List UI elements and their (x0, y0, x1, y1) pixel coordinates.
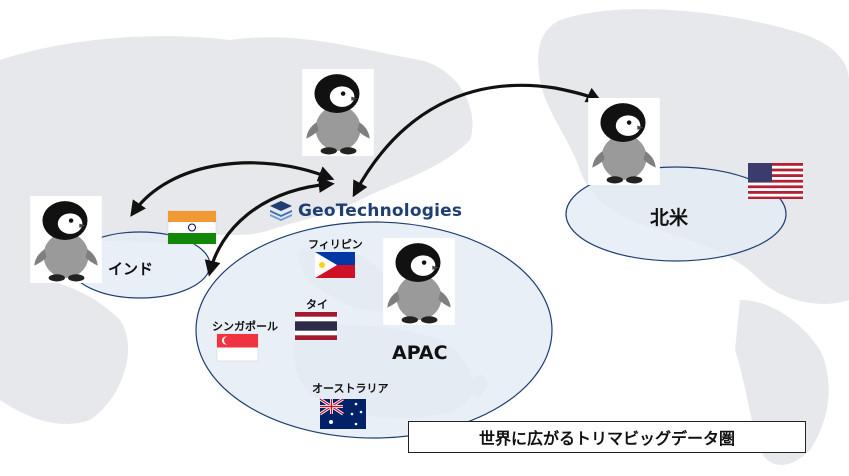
thailand-flag-icon (295, 312, 337, 340)
north-america-region-ellipse (565, 166, 787, 262)
country-label-singapore: シンガポール (212, 320, 278, 333)
arrow-japan-northamerica (352, 83, 603, 198)
country-label-thailand: タイ (306, 298, 328, 311)
country-label-australia: オーストラリア (312, 382, 389, 395)
arrow-apac-japan (204, 176, 335, 277)
australia-flag-icon (319, 397, 366, 429)
usa-flag-icon (748, 163, 803, 199)
caption-box: 世界に広がるトリマビッグデータ圏 (408, 421, 806, 453)
region-label-north-america: 北米 (650, 207, 689, 229)
geotechnologies-logo-icon (270, 201, 292, 221)
country-label-philippines: フィリピン (308, 238, 363, 251)
india-flag-icon (167, 210, 217, 245)
caption-text: 世界に広がるトリマビッグデータ圏 (478, 429, 735, 448)
company-name: GeoTechnologies (298, 201, 463, 221)
penguin-mascot-icon (302, 69, 374, 156)
connection-arrows (130, 83, 603, 277)
arrow-india-japan (130, 161, 335, 217)
region-label-apac: APAC (392, 342, 448, 364)
singapore-flag-icon (216, 333, 259, 362)
region-label-india: インド (108, 260, 154, 278)
philippines-flag-icon (315, 252, 355, 278)
penguin-mascot-icon (588, 98, 660, 185)
company-logo: GeoTechnologies (270, 201, 462, 221)
penguin-mascot-icon (30, 196, 102, 283)
penguin-mascot-icon (383, 238, 455, 325)
